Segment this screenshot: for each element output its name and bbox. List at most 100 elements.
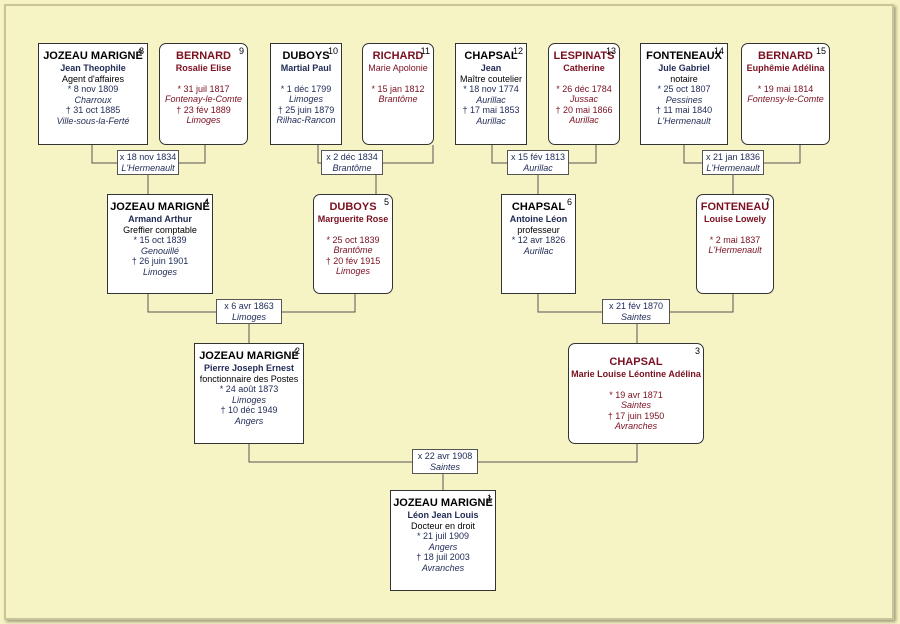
person-birth: * 15 jan 1812: [371, 83, 425, 94]
person-occupation: Agent d'affaires: [61, 73, 125, 84]
person-surname: CHAPSAL: [511, 201, 566, 213]
person-surname: FONTENEAU: [700, 201, 770, 213]
person-birth-place: Jussac: [569, 94, 598, 104]
person-surname: JOZEAU MARIGNÉ: [393, 497, 493, 509]
person-number: 4: [203, 197, 209, 207]
person-5[interactable]: 5 DUBOYS Marguerite Rose * 25 oct 1839 B…: [313, 194, 393, 294]
person-birth-place: Charroux: [74, 94, 112, 105]
person-12[interactable]: 12 CHAPSAL Jean Maître coutelier * 18 no…: [455, 43, 527, 145]
person-given-names: Léon Jean Louis: [407, 510, 479, 520]
marriage-place: Saintes: [620, 312, 652, 322]
person-15[interactable]: 15 BERNARD Euphêmie Adélina * 19 mai 181…: [741, 43, 830, 145]
person-given-names: Marie Apolonie: [368, 63, 428, 73]
person-death: † 17 mai 1853: [462, 105, 520, 115]
person-birth-place: Aurillac: [523, 245, 554, 256]
person-11[interactable]: 11 RICHARD Marie Apolonie * 15 jan 1812 …: [362, 43, 434, 145]
person-13[interactable]: 13 LESPINATS Catherine * 26 déc 1784 Jus…: [548, 43, 620, 145]
marriage-date: x 15 fév 1813: [510, 152, 566, 162]
person-14[interactable]: 14 FONTENEAUX Jule Gabriel notaire * 25 …: [640, 43, 728, 145]
person-birth: * 1 déc 1799: [280, 83, 332, 94]
person-birth-place: Limoges: [288, 94, 324, 104]
person-death: † 18 juil 2003: [416, 552, 470, 562]
person-death: † 10 déc 1949: [220, 405, 278, 415]
person-6[interactable]: 6 CHAPSAL Antoine Léon professeur * 12 a…: [501, 194, 576, 294]
person-death-place: Limoges: [142, 266, 178, 277]
marriage-label: x 21 jan 1836 L'Hermenault: [702, 150, 764, 175]
person-birth-place: Saintes: [620, 400, 652, 410]
person-given-names: Jean: [480, 63, 502, 73]
marriage-place: Limoges: [231, 312, 267, 322]
person-surname: BERNARD: [758, 50, 813, 62]
person-birth-place: Angers: [428, 541, 458, 552]
person-number: 6: [566, 197, 572, 207]
person-death: † 25 juin 1879: [277, 104, 335, 115]
person-birth: * 31 juil 1817: [177, 83, 230, 94]
person-4[interactable]: 4 JOZEAU MARIGNÉ Armand Arthur Greffier …: [107, 194, 213, 294]
person-birth-place: Brantôme: [333, 245, 373, 255]
person-number: 11: [420, 46, 430, 56]
person-1[interactable]: 1 JOZEAU MARIGNÉ Léon Jean Louis Docteur…: [390, 490, 496, 591]
person-death: † 11 mai 1840: [655, 105, 713, 115]
person-birth: * 18 nov 1774: [463, 84, 519, 94]
person-number: 13: [605, 46, 616, 56]
marriage-label: x 6 avr 1863 Limoges: [216, 299, 282, 324]
person-surname: FONTENEAUX: [646, 50, 722, 62]
person-9[interactable]: 9 BERNARD Rosalie Elise * 31 juil 1817 F…: [159, 43, 248, 145]
person-birth-place: Pessines: [665, 94, 703, 105]
person-given-names: Euphêmie Adélina: [746, 63, 825, 73]
person-death: † 31 oct 1885: [65, 105, 121, 115]
person-death-place: Ville-sous-la-Ferté: [56, 115, 130, 126]
person-surname: RICHARD: [372, 50, 424, 62]
person-given-names: Louise Lowely: [703, 214, 766, 224]
person-birth: * 12 avr 1826: [511, 235, 566, 245]
person-number: 2: [294, 346, 300, 356]
person-birth-place: Aurillac: [476, 94, 506, 105]
person-birth-place: Genouillé: [140, 245, 180, 256]
person-given-names: Jule Gabriel: [658, 63, 710, 73]
person-number: 7: [764, 197, 770, 207]
person-given-names: Pierre Joseph Ernest: [203, 363, 295, 373]
person-death: † 23 fév 1889: [176, 104, 231, 115]
person-number: 5: [383, 197, 389, 207]
marriage-label: x 15 fév 1813 Aurillac: [507, 150, 569, 175]
person-given-names: Marie Louise Léontine Adélina: [571, 369, 701, 379]
marriage-place: L'Hermenault: [706, 163, 760, 173]
marriage-date: x 2 déc 1834: [326, 152, 378, 162]
person-7[interactable]: 7 FONTENEAU Louise Lowely * 2 mai 1837 L…: [696, 194, 774, 294]
person-number: 3: [694, 346, 700, 356]
marriage-date: x 18 nov 1834: [119, 152, 177, 162]
person-occupation: notaire: [670, 73, 698, 84]
person-death: † 20 mai 1866: [555, 104, 613, 115]
marriage-label: x 2 déc 1834 Brantôme: [321, 150, 383, 175]
person-birth: * 8 nov 1809: [67, 84, 119, 94]
person-birth-place: Limoges: [231, 394, 267, 405]
marriage-date: x 21 jan 1836: [705, 152, 761, 162]
person-surname: JOZEAU MARIGNÉ: [43, 50, 143, 62]
person-birth-place: Fontensy-le-Comte: [747, 94, 824, 104]
person-number: 15: [815, 46, 826, 56]
person-number: 12: [512, 46, 523, 56]
person-occupation: Greffier comptable: [123, 224, 197, 235]
marriage-date: x 21 fév 1870: [608, 301, 664, 311]
person-given-names: Jean Theophile: [60, 63, 126, 73]
person-number: 10: [327, 46, 338, 56]
person-surname: JOZEAU MARIGNÉ: [199, 350, 299, 362]
person-death-place: Angers: [234, 415, 264, 426]
person-death-place: Limoges: [186, 115, 221, 125]
marriage-date: x 6 avr 1863: [224, 301, 274, 311]
person-death-place: Avranches: [421, 562, 465, 573]
person-given-names: Armand Arthur: [128, 214, 192, 224]
person-occupation: fonctionnaire des Postes: [199, 373, 299, 384]
person-birth: * 21 juil 1909: [416, 531, 470, 541]
person-8[interactable]: 8 JOZEAU MARIGNÉ Jean Theophile Agent d'…: [38, 43, 148, 145]
person-3[interactable]: 3 CHAPSAL Marie Louise Léontine Adélina …: [568, 343, 704, 444]
person-given-names: Rosalie Elise: [175, 63, 232, 73]
person-death-place: L'Hermenault: [657, 115, 711, 126]
person-2[interactable]: 2 JOZEAU MARIGNÉ Pierre Joseph Ernest fo…: [194, 343, 304, 444]
person-surname: CHAPSAL: [464, 50, 518, 62]
person-10[interactable]: 10 DUBOYS Martial Paul * 1 déc 1799 Limo…: [270, 43, 342, 145]
marriage-place: Saintes: [429, 462, 461, 472]
person-number: 9: [238, 46, 244, 56]
person-birth: * 15 oct 1839: [133, 235, 187, 245]
person-surname: BERNARD: [176, 50, 231, 62]
